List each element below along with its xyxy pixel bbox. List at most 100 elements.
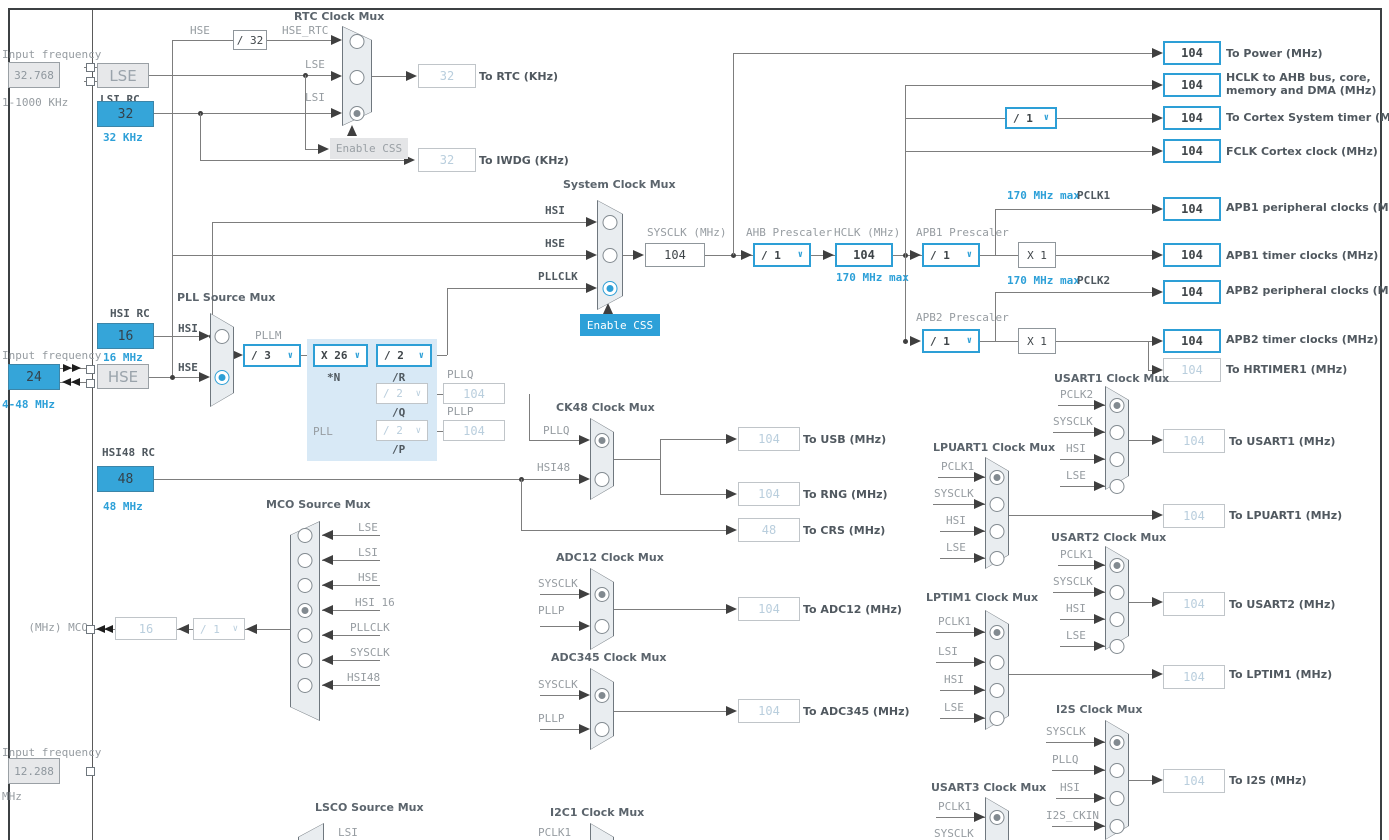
mco-value-box: 16 <box>115 617 177 640</box>
audio-input-frequency-value[interactable]: 12.288 <box>8 758 60 784</box>
adc345-pllp-label: PLLP <box>538 712 565 725</box>
usart3-sysclk-label: SYSCLK <box>934 827 974 840</box>
adc12-mux-radio-sysclk[interactable] <box>595 587 610 602</box>
mco-in-hsi48-label: HSI48 <box>347 671 380 684</box>
cortex-timer-dropdown[interactable]: / 1 <box>1005 107 1057 129</box>
adc12-label: To ADC12 (MHz) <box>803 603 902 616</box>
pll-source-mux-title: PLL Source Mux <box>177 291 275 304</box>
apb1-peripheral-value-box[interactable]: 104 <box>1163 197 1221 221</box>
rtc-mux-radio-lse[interactable] <box>350 70 365 85</box>
hclk-value-box[interactable]: 104 <box>835 243 893 267</box>
i2s-mux-radio-hsi[interactable] <box>1110 791 1125 806</box>
mco-mux-radio-hsi16[interactable] <box>298 603 313 618</box>
pll-mux-radio-hse[interactable] <box>215 370 230 385</box>
apb1-max-label: 170 MHz max <box>1007 189 1080 202</box>
mco-mux-radio-lsi[interactable] <box>298 553 313 568</box>
cortex-timer-value-box[interactable]: 104 <box>1163 106 1221 130</box>
power-value-box[interactable]: 104 <box>1163 41 1221 65</box>
usart2-mux-title: USART2 Clock Mux <box>1051 531 1166 544</box>
adc12-mux-radio-pllp[interactable] <box>595 619 610 634</box>
adc345-mux-radio-pllp[interactable] <box>595 722 610 737</box>
sys-mux-radio-hse[interactable] <box>603 248 618 263</box>
i2s-mux-radio-sysclk[interactable] <box>1110 735 1125 750</box>
usart2-mux-radio-pclk1[interactable] <box>1110 558 1125 573</box>
hsi-rc-value-box: 16 <box>97 323 154 349</box>
lpuart1-mux-radio-sysclk[interactable] <box>990 497 1005 512</box>
i2c1-pclk1-label: PCLK1 <box>538 826 571 839</box>
ck48-mux-radio-pllq[interactable] <box>595 433 610 448</box>
lpuart1-mux-radio-lse[interactable] <box>990 551 1005 566</box>
lpuart1-mux-radio-hsi[interactable] <box>990 524 1005 539</box>
sys-mux-radio-hsi[interactable] <box>603 215 618 230</box>
pll-n-dropdown[interactable]: X 26 <box>313 344 368 367</box>
i2s-clock-mux <box>1105 720 1129 840</box>
mco-mux-radio-lse[interactable] <box>298 528 313 543</box>
rtc-enable-css-button[interactable]: Enable CSS <box>330 138 408 159</box>
hse-input-frequency-value[interactable]: 24 <box>8 364 60 390</box>
adc12-sysclk-label: SYSCLK <box>538 577 578 590</box>
rtc-mux-radio-lsi[interactable] <box>350 106 365 121</box>
lptim1-label: To LPTIM1 (MHz) <box>1229 668 1332 681</box>
i2s-mux-radio-i2s-ckin[interactable] <box>1110 819 1125 834</box>
usart2-mux-radio-hsi[interactable] <box>1110 612 1125 627</box>
pll-mux-radio-hsi[interactable] <box>215 329 230 344</box>
hsi48-rc-title: HSI48 RC <box>102 446 155 459</box>
lptim1-mux-radio-lse[interactable] <box>990 711 1005 726</box>
apb2-prescaler-dropdown[interactable]: / 1 <box>922 329 980 353</box>
mco-divider-dropdown: / 1 <box>193 618 245 640</box>
hclk-out-value-box[interactable]: 104 <box>1163 73 1221 97</box>
adc12-mux-title: ADC12 Clock Mux <box>556 551 664 564</box>
ck48-mux-radio-hsi48[interactable] <box>595 472 610 487</box>
usart2-mux-radio-sysclk[interactable] <box>1110 585 1125 600</box>
lptim1-mux-radio-hsi[interactable] <box>990 683 1005 698</box>
usart1-mux-radio-lse[interactable] <box>1110 479 1125 494</box>
sysclk-value-box[interactable]: 104 <box>645 243 705 267</box>
sys-mux-radio-pllclk[interactable] <box>603 281 618 296</box>
mco-in-hsi16-label: HSI 16 <box>355 596 395 609</box>
hclk-label: HCLK (MHz) <box>834 226 900 239</box>
i2s-mux-title: I2S Clock Mux <box>1056 703 1142 716</box>
lse-range-label: 1-1000 KHz <box>2 96 68 109</box>
lse-input-frequency-value[interactable]: 32.768 <box>8 62 60 88</box>
i2s-pllq-label: PLLQ <box>1052 753 1079 766</box>
ahb-prescaler-dropdown[interactable]: / 1 <box>753 243 811 267</box>
pclk1-label: PCLK1 <box>1077 189 1110 202</box>
lpuart1-mux-radio-pclk1[interactable] <box>990 470 1005 485</box>
mco-mux-radio-pllclk[interactable] <box>298 628 313 643</box>
lse-oscillator-box: LSE <box>97 63 149 88</box>
usart2-hsi-label: HSI <box>1066 602 1086 615</box>
mux-shape <box>590 418 614 500</box>
lptim1-mux-radio-lsi[interactable] <box>990 655 1005 670</box>
pll-r-dropdown[interactable]: / 2 <box>376 344 432 367</box>
hsi48-freq-label: 48 MHz <box>103 500 143 513</box>
pclk2-label: PCLK2 <box>1077 274 1110 287</box>
usart2-mux-radio-lse[interactable] <box>1110 639 1125 654</box>
rtc-mux-radio-hse-rtc[interactable] <box>350 34 365 49</box>
pll-q-label: /Q <box>392 406 405 419</box>
apb2-peripheral-value-box[interactable]: 104 <box>1163 280 1221 304</box>
adc345-mux-radio-sysclk[interactable] <box>595 688 610 703</box>
apb1-timer-value-box[interactable]: 104 <box>1163 243 1221 267</box>
i2s-mux-radio-pllq[interactable] <box>1110 763 1125 778</box>
lptim1-mux-radio-pclk1[interactable] <box>990 625 1005 640</box>
usart2-sysclk-label: SYSCLK <box>1053 575 1093 588</box>
usart3-mux-radio-pclk1[interactable] <box>990 810 1005 825</box>
mco-mux-radio-hse[interactable] <box>298 578 313 593</box>
usart3-mux-title: USART3 Clock Mux <box>931 781 1046 794</box>
sys-enable-css-button[interactable]: Enable CSS <box>580 314 660 336</box>
usart1-mux-radio-pclk2[interactable] <box>1110 398 1125 413</box>
usart1-mux-radio-hsi[interactable] <box>1110 452 1125 467</box>
apb1-prescaler-dropdown[interactable]: / 1 <box>922 243 980 267</box>
mco-mux-radio-hsi48[interactable] <box>298 678 313 693</box>
mco-mux-radio-sysclk[interactable] <box>298 653 313 668</box>
fclk-value-box[interactable]: 104 <box>1163 139 1221 163</box>
apb2-multiplier-box: X 1 <box>1018 328 1056 354</box>
usb-label: To USB (MHz) <box>803 433 886 446</box>
mco-source-mux-title: MCO Source Mux <box>266 498 371 511</box>
apb2-timer-value-box[interactable]: 104 <box>1163 329 1221 353</box>
lsi-rc-value-box: 32 <box>97 101 154 127</box>
mux-shape <box>590 823 614 840</box>
hclk-out-label-1: HCLK to AHB bus, core, <box>1226 71 1371 84</box>
pllm-dropdown[interactable]: / 3 <box>243 344 301 367</box>
usart1-mux-radio-sysclk[interactable] <box>1110 425 1125 440</box>
